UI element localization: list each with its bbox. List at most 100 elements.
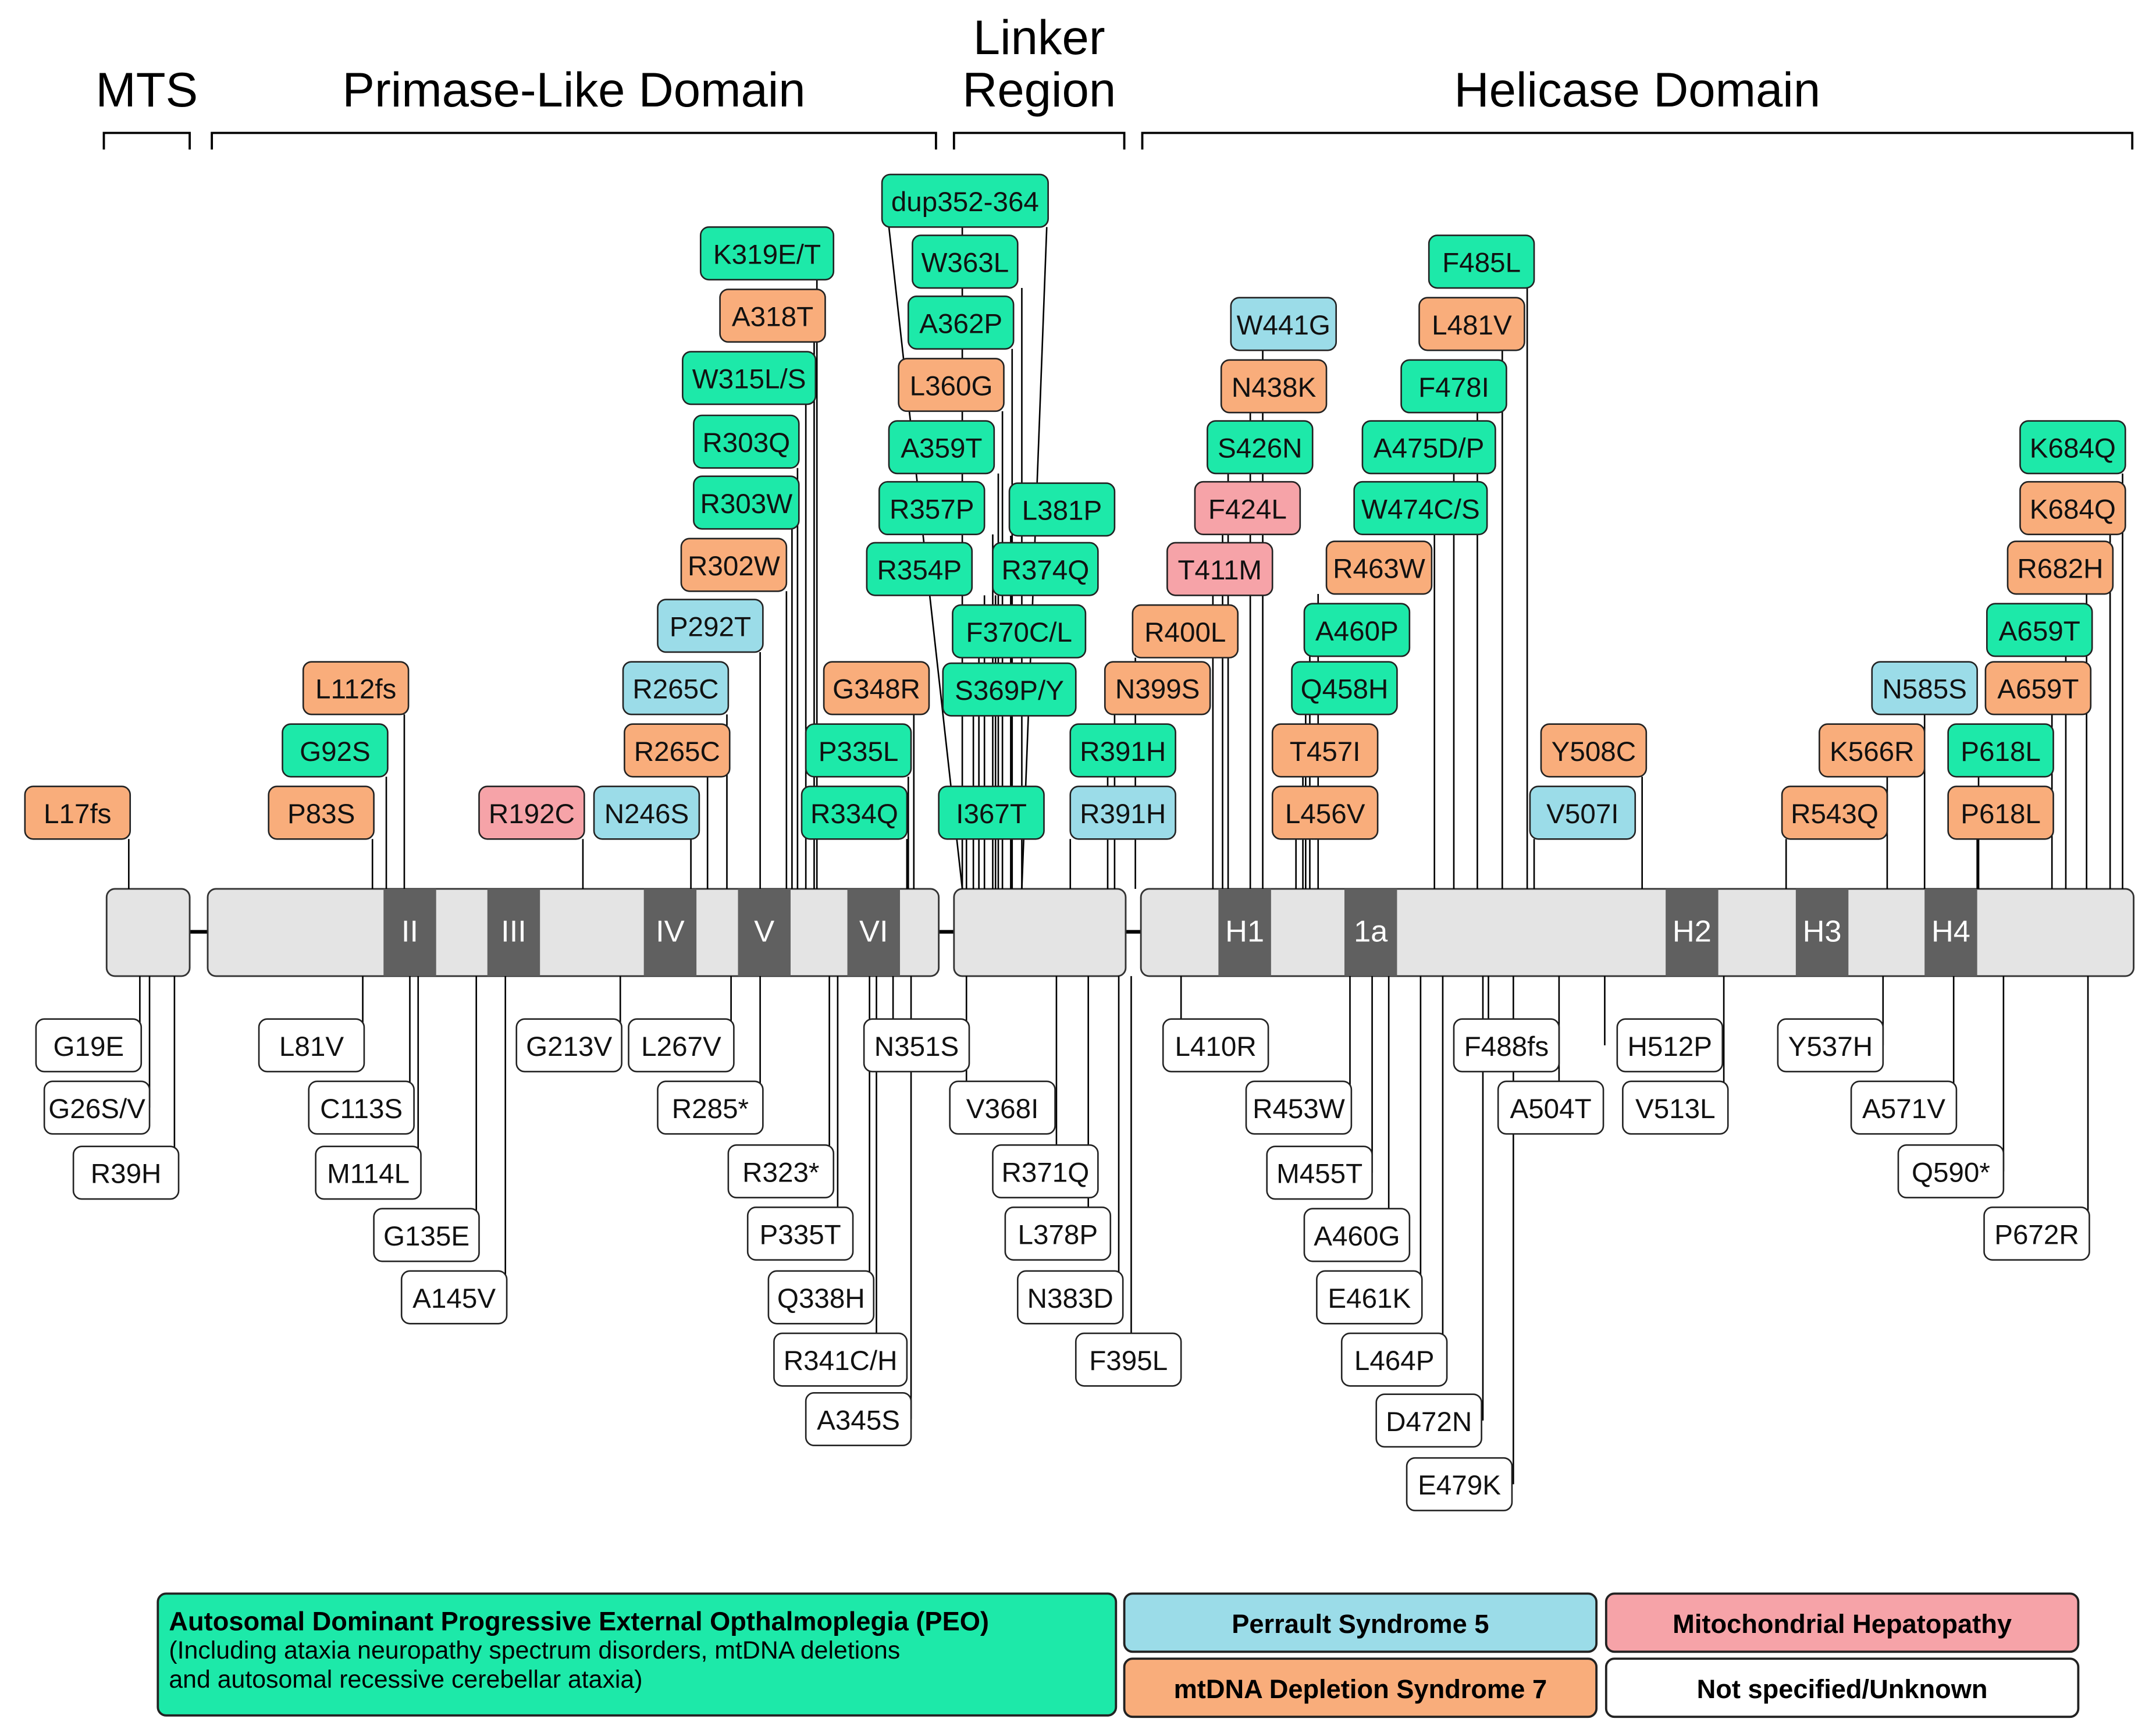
motif-block	[383, 888, 436, 976]
mutation-label: M455T	[1276, 1159, 1362, 1190]
mutation-box	[1781, 785, 1888, 840]
mutation-box	[881, 173, 1049, 228]
mutation-box	[1069, 785, 1176, 840]
motif-label: III	[501, 915, 526, 949]
legend-swatch	[156, 1592, 1118, 1717]
mutation-label: F395L	[1089, 1346, 1168, 1376]
mutation-box	[1291, 661, 1398, 716]
domain-block-primase	[207, 888, 940, 977]
mutation-label: E461K	[1328, 1283, 1411, 1314]
mutation-label: R39H	[91, 1159, 162, 1190]
mutation-label: V368I	[966, 1094, 1038, 1125]
region-title: Linker	[973, 10, 1105, 65]
mutation-label: V513L	[1635, 1094, 1716, 1125]
motif-label: VI	[859, 915, 888, 949]
motif-block	[1795, 888, 1849, 976]
mutation-box	[888, 420, 995, 475]
mutation-box	[593, 785, 700, 840]
mutation-box	[1016, 1270, 1124, 1325]
mutation-box	[657, 1080, 764, 1135]
mutation-label: Q590*	[1912, 1157, 1990, 1188]
mutation-box	[302, 661, 410, 716]
mutation-box	[1871, 661, 1978, 716]
mutation-box	[1303, 603, 1411, 657]
mutation-label: Q338H	[777, 1283, 865, 1314]
mutation-box	[1497, 1080, 1604, 1135]
mutation-label: R265C	[632, 674, 718, 705]
mutation-box	[699, 226, 835, 281]
mutation-box	[1406, 1457, 1513, 1511]
mutation-label: K566R	[1830, 736, 1915, 767]
region-title: MTS	[95, 63, 198, 117]
legend-label: mtDNA Depletion Syndrome 7	[1174, 1674, 1547, 1704]
motif-H2: H2	[1666, 888, 1719, 976]
motif-H1: H1	[1218, 888, 1271, 976]
mutation-box	[2006, 540, 2114, 595]
mutation-label: T457I	[1290, 736, 1361, 767]
mutation-box	[657, 599, 764, 653]
mutation-box	[628, 1018, 735, 1073]
mutation-label: A504T	[1510, 1094, 1591, 1125]
legend-label: (Including ataxia neuropathy spectrum di…	[169, 1636, 900, 1664]
mutation-box	[282, 723, 389, 778]
mutation-box	[622, 661, 730, 716]
region-helicase: Helicase Domain	[1141, 63, 2134, 150]
mutation-box	[1850, 1080, 1958, 1135]
mutation-label: M114L	[327, 1159, 410, 1190]
mutation-box	[478, 785, 585, 840]
mutation-label: A362P	[919, 308, 1002, 339]
mutation-label: R303W	[700, 489, 792, 519]
mutation-label: A475D/P	[1374, 433, 1485, 464]
mutation-label: L410R	[1175, 1031, 1257, 1062]
mutation-box	[693, 414, 800, 469]
mutation-box	[1819, 723, 1926, 778]
mutation-label: Y508C	[1552, 736, 1636, 767]
domain-block-mts	[105, 888, 191, 977]
mutation-label: W363L	[921, 248, 1009, 279]
mutation-box	[805, 723, 912, 778]
mutation-label: P618L	[1961, 736, 2041, 767]
region-bracket	[102, 131, 191, 150]
mutation-box	[746, 1207, 854, 1261]
mutation-label: R192C	[489, 799, 575, 830]
mutation-box	[682, 351, 817, 405]
mutation-label: S369P/Y	[955, 675, 1064, 706]
domain-block-helicase	[1140, 888, 2135, 977]
mutation-box	[992, 1144, 1099, 1199]
mutation-label: N351S	[874, 1031, 959, 1062]
region-bracket	[211, 131, 937, 150]
mutation-box	[2019, 481, 2126, 535]
mutation-label: R463W	[1333, 554, 1425, 585]
mutation-box	[1316, 1270, 1423, 1325]
motif-label: H1	[1225, 915, 1264, 949]
mutation-label: W474C/S	[1361, 494, 1480, 525]
mutation-box	[1303, 1208, 1411, 1262]
mutation-label: P672R	[1994, 1219, 2079, 1250]
mutation-box	[949, 1080, 1056, 1135]
mutation-box	[373, 1208, 480, 1262]
mutation-label: L481V	[1432, 310, 1512, 341]
mutation-label: P292T	[670, 612, 751, 643]
mutation-label: R302W	[688, 551, 780, 582]
mutation-label: F488fs	[1464, 1031, 1549, 1062]
motif-VI: VI	[847, 888, 900, 976]
mutation-label: G213V	[526, 1031, 612, 1062]
legend-label: Not specified/Unknown	[1697, 1674, 1988, 1704]
mutation-box	[1353, 481, 1488, 535]
mutation-box	[693, 475, 800, 530]
mutation-label: A571V	[1862, 1094, 1945, 1125]
mutation-box	[515, 1018, 622, 1073]
mutation-label: F424L	[1208, 494, 1287, 525]
region-mts: MTS	[95, 63, 198, 150]
mutation-label: H512P	[1628, 1031, 1713, 1062]
motif-II: II	[383, 888, 436, 976]
mutation-label: R391H	[1080, 799, 1166, 830]
motif-block	[1218, 888, 1271, 976]
mutation-box	[1984, 661, 2092, 716]
motif-IV: IV	[643, 888, 697, 976]
mutation-label: T411M	[1177, 555, 1262, 586]
legend-label: Autosomal Dominant Progressive External …	[169, 1606, 989, 1636]
mutation-label: F370C/L	[966, 617, 1072, 648]
mutation-label: W441G	[1237, 310, 1330, 341]
mutation-label: A318T	[732, 302, 813, 333]
